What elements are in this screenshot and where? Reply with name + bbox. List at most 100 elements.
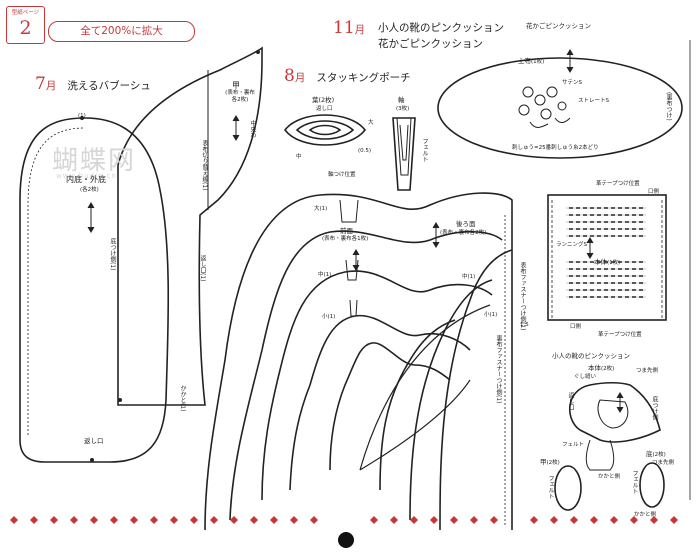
body-label: 本体(1枚) xyxy=(594,256,620,266)
sole-return-label: 返し口 xyxy=(84,437,104,445)
shoe-title: 小人の靴のピンクッション xyxy=(552,352,630,360)
sole-side-label: 底つけ側(1) xyxy=(109,238,116,271)
leaf-size-large: 大 xyxy=(368,120,374,126)
bottom-ornament-row xyxy=(10,516,678,524)
binding-hole xyxy=(338,532,354,548)
november-month-unit: 月 xyxy=(354,24,366,36)
upper-mark-heel xyxy=(118,398,122,402)
zip-label-inner: 裏布ファスナーつけ側(1) xyxy=(495,335,502,404)
stem-name: 軸 xyxy=(398,96,405,104)
watermark-subtext: www.hudie.cn xyxy=(56,172,117,180)
watermark-text: 蝴蝶网 xyxy=(52,146,137,176)
shoe-upper-small xyxy=(554,465,582,511)
stem-felt-label: フェルト xyxy=(421,138,428,162)
top-side-label: (裏布つけ) xyxy=(665,92,672,121)
page-badge-label: 型紙ページ xyxy=(11,10,40,16)
flower-embroidery xyxy=(518,86,571,128)
back-name: 後ろ面 xyxy=(456,220,476,228)
top-label: 上布(1枚) xyxy=(518,55,544,65)
sole-count: (各2枚) xyxy=(80,187,99,193)
sole-mark-top xyxy=(80,116,84,120)
upper-small-count: (2枚) xyxy=(546,460,560,466)
upper-small-felt: フェルト xyxy=(547,475,554,499)
sole-small-label: 底(2枚) xyxy=(646,448,666,458)
sole-small-heel: かかと側 xyxy=(634,512,657,518)
shoe-body-count: (2枚) xyxy=(601,366,615,372)
body-tape-top: 革テープつけ位置 xyxy=(596,181,640,187)
basket-top-oval xyxy=(437,57,683,159)
upper-return-label: 返し口(1) xyxy=(199,255,206,282)
leaf-medium xyxy=(295,120,355,140)
shoe-upper-felt xyxy=(585,439,615,471)
stem-outline-1 xyxy=(392,117,416,191)
basket-body-outer xyxy=(547,194,667,321)
grain-arrow-basket-body xyxy=(586,237,594,259)
grain-arrow-front xyxy=(352,249,360,271)
shoe-toe-label: つま先側 xyxy=(636,368,659,374)
stem-mark-small xyxy=(349,299,358,317)
pouch-size-medium: 中(1) xyxy=(318,272,332,278)
pouch-large-inner xyxy=(229,230,503,521)
upper-count: (表布・裏布 各2枚) xyxy=(225,90,255,103)
november-title-2: 花かごピンクッション xyxy=(378,38,483,50)
shoe-gather-label: ぐし縫い xyxy=(574,374,597,380)
pouch-size-small: 小(1) xyxy=(322,314,336,320)
leaf-allowance: (0.5) xyxy=(358,148,372,154)
shoe-body-label: 本体(2枚) xyxy=(588,362,614,372)
sole-mark-top-label: (1) xyxy=(78,113,86,119)
leaf-name: 葉 xyxy=(312,96,319,104)
pouch-back-medium xyxy=(409,279,493,521)
satin-label: サテンS xyxy=(562,80,582,86)
pouch-back-size-medium: 中(1) xyxy=(462,274,476,280)
august-number: 8 xyxy=(284,66,295,86)
top-count: (1枚) xyxy=(531,59,545,65)
july-heading: 7月 洗えるバブーシュ xyxy=(35,74,151,94)
sole-stitch-line xyxy=(27,127,86,435)
pouch-medium-inner xyxy=(289,314,471,491)
top-name: 上布 xyxy=(518,57,531,65)
stem-outline-2 xyxy=(396,117,412,176)
front-count: (表布・裏布各1枚) xyxy=(322,236,369,242)
shoe-body-name: 本体 xyxy=(588,364,601,372)
november-number: 11 xyxy=(333,18,355,38)
stem-label: 軸 xyxy=(398,94,405,104)
scale-note: 全て200%に拡大 xyxy=(48,21,195,42)
leaf-large xyxy=(283,114,367,146)
pouch-size-large: 大(1) xyxy=(314,206,328,212)
upper-name: 甲 xyxy=(232,81,240,90)
grain-arrow-sole xyxy=(87,202,95,233)
grain-arrow-shoe xyxy=(616,392,624,413)
body-tape-bottom: 革テープつけ位置 xyxy=(598,332,642,338)
pouch-back-x xyxy=(359,304,491,471)
stem-count: (3枚) xyxy=(396,106,410,112)
upper-small-name: 甲 xyxy=(540,458,547,466)
pouch-back-small xyxy=(379,319,456,491)
sole-name: 内底・外底 xyxy=(66,175,106,184)
basket-running-stitch-grid xyxy=(566,207,646,298)
pouch-back-large xyxy=(439,249,513,531)
august-month-unit: 月 xyxy=(294,72,306,84)
embroidery-note: 刺しゅう=25番刺しゅう糸2本どり xyxy=(512,145,599,151)
july-month-unit: 月 xyxy=(45,80,57,92)
sole-small-name: 底 xyxy=(646,450,653,458)
stem-outline-3 xyxy=(399,124,409,161)
pouch-small-outline xyxy=(329,342,451,471)
basket-title: 花かごピンクッション xyxy=(526,22,591,30)
august-heading: 8月 スタッキングポーチ xyxy=(284,66,411,86)
running-stitch-label: ランニングS xyxy=(556,242,587,248)
leaf-count: (2枚) xyxy=(318,96,335,104)
back-count: (表布・裏布各2枚) xyxy=(440,230,487,236)
upper-small-label: 甲(2枚) xyxy=(540,456,560,466)
zip-allowance: 1.5 xyxy=(520,322,529,328)
grain-arrow-basket-top xyxy=(566,49,574,73)
babouche-sole-outline xyxy=(19,117,170,463)
july-number: 7 xyxy=(35,74,46,94)
upper-fold-label: 表布切り替え線(1) xyxy=(201,140,208,191)
upper-heel-label: かかと(1) xyxy=(179,385,186,412)
pouch-back-size-small: 小(1) xyxy=(484,312,498,318)
leaf-small xyxy=(308,124,342,136)
sole-small-felt: フェルト xyxy=(631,470,638,494)
body-name: 本体 xyxy=(594,258,607,266)
front-name: 前面 xyxy=(340,227,353,235)
